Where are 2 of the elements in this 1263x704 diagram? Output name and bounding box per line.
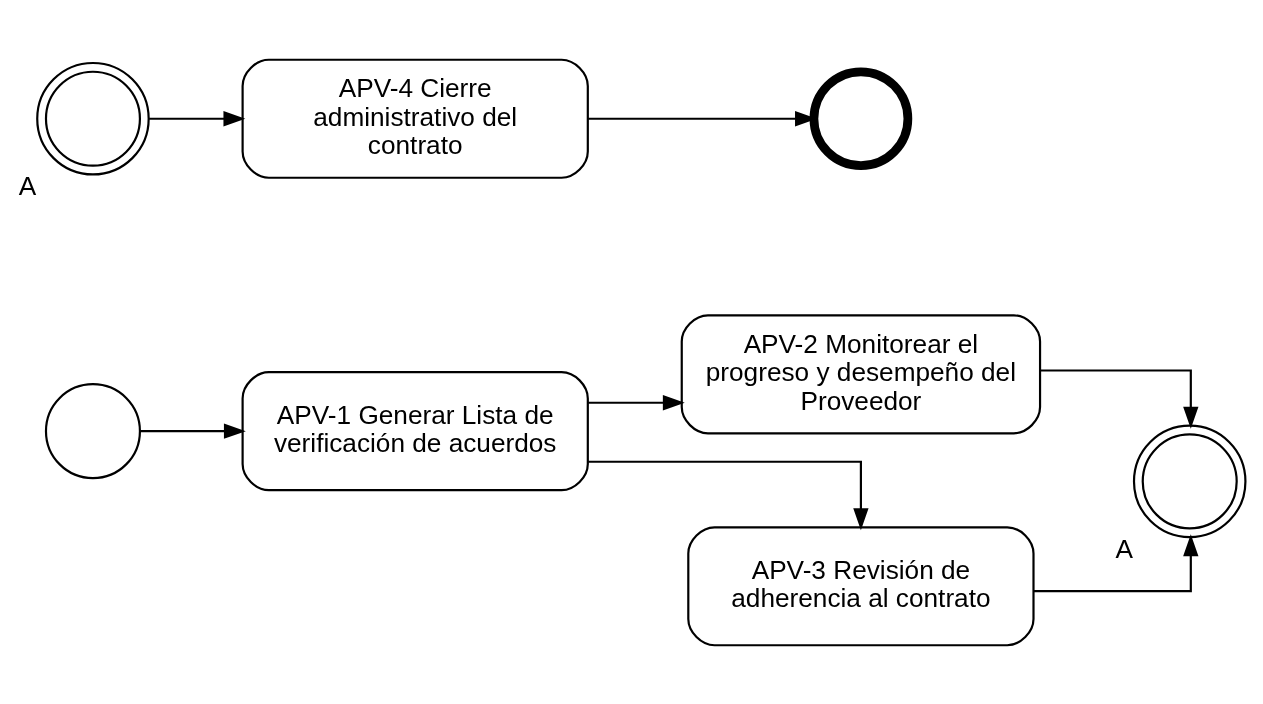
- node-label: A: [1115, 533, 1133, 564]
- node-label: A: [18, 170, 37, 201]
